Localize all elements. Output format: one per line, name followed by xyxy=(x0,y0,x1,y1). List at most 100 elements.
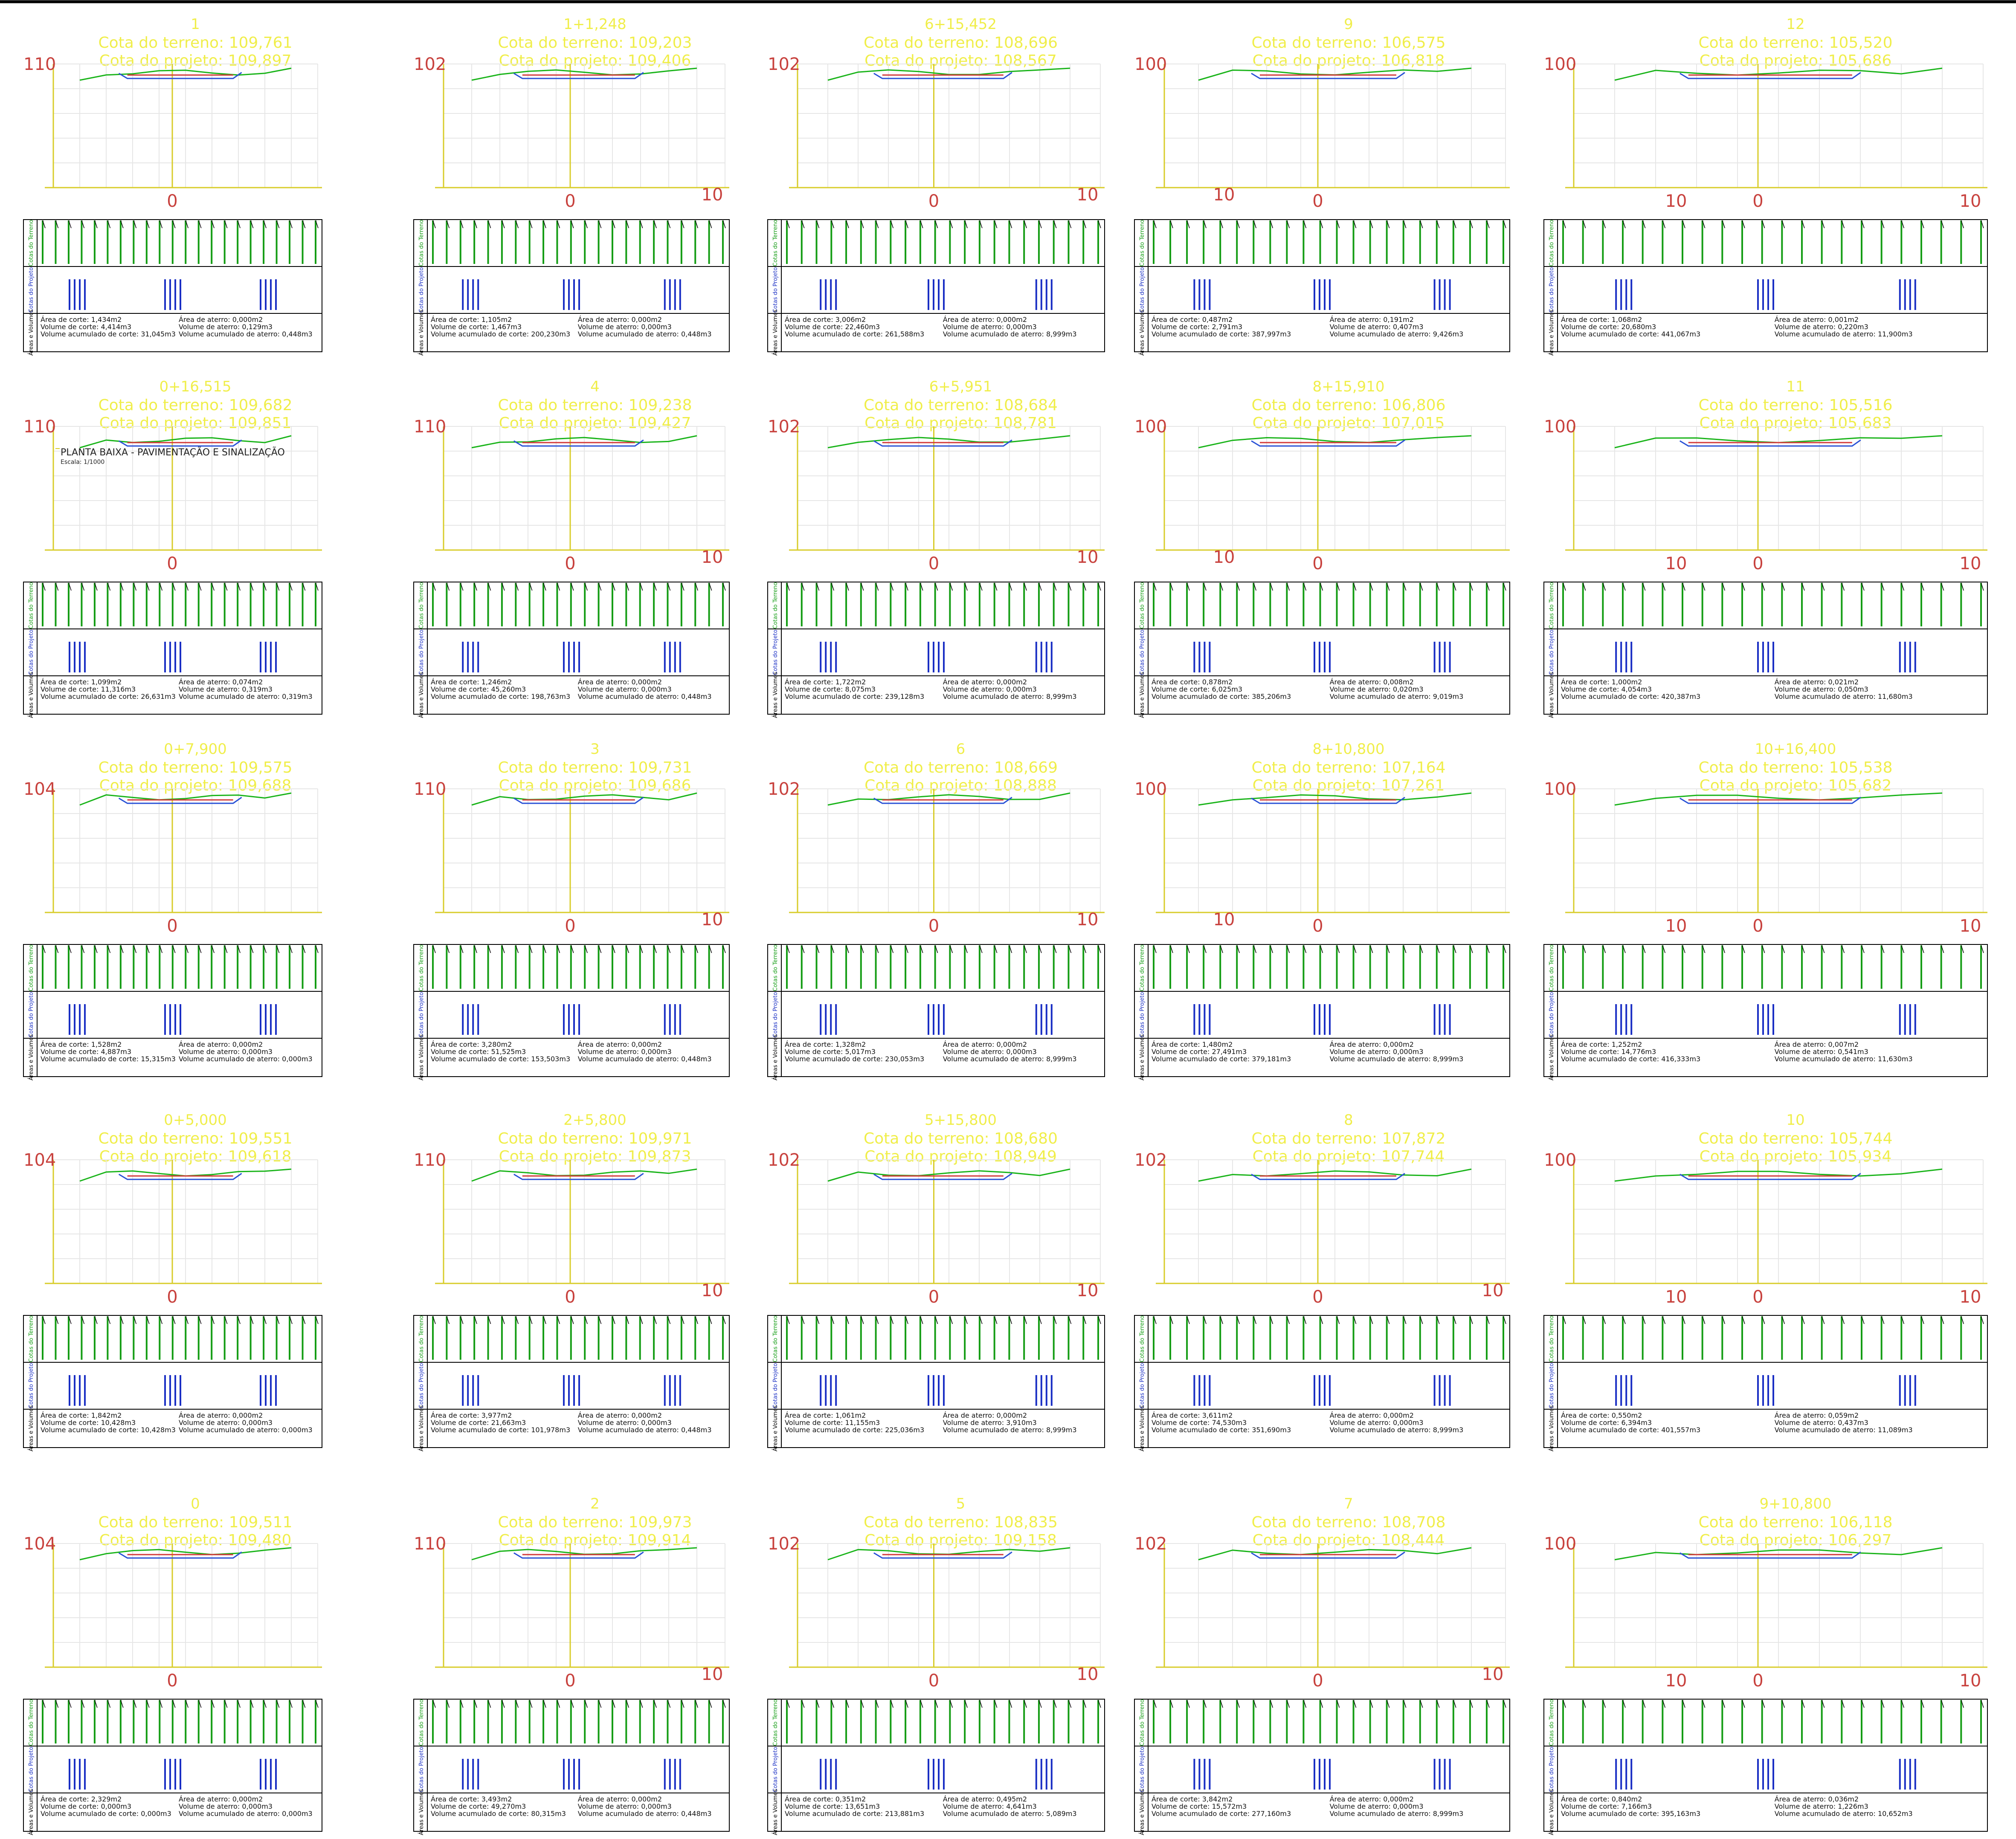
row-label-areas: Áreas e Volumes xyxy=(772,1789,779,1835)
row-label-terreno: Cotas do Terreno xyxy=(1549,582,1555,628)
row-label-areas: Áreas e Volumes xyxy=(418,310,425,356)
datum-elevation: 102 xyxy=(768,779,800,799)
volume-acumulado-corte: Volume acumulado de corte: 239,128m3 xyxy=(785,692,924,701)
volume-acumulado-corte: Volume acumulado de corte: 213,881m3 xyxy=(785,1810,924,1818)
volume-corte: Volume de corte: 8,075m3 xyxy=(785,685,876,693)
cota-terreno: Cota do terreno: 109,238 xyxy=(498,397,692,414)
terrain-line xyxy=(827,1168,1070,1182)
axis-label: 0 xyxy=(167,1287,177,1307)
volume-corte: Volume de corte: 5,017m3 xyxy=(785,1048,876,1056)
volume-aterro: Volume de aterro: 0,220m3 xyxy=(1775,323,1868,331)
section-station: 6+5,951 xyxy=(929,378,992,395)
area-aterro: Área de aterro: 0,000m2 xyxy=(179,1411,263,1419)
cota-terreno: Cota do terreno: 109,575 xyxy=(99,759,293,776)
design-slope-line xyxy=(118,1551,242,1559)
terrain-line xyxy=(1614,1168,1943,1182)
cota-projeto: Cota do projeto: 108,567 xyxy=(864,52,1057,70)
volume-corte: Volume de corte: 49,270m3 xyxy=(431,1802,526,1810)
axis-label: 10 xyxy=(1665,916,1687,936)
cota-projeto: Cota do projeto: 108,888 xyxy=(864,777,1057,794)
section-grid xyxy=(1573,1159,1984,1284)
area-aterro: Área de aterro: 0,021m2 xyxy=(1775,678,1859,686)
row-label-terreno: Cotas do Terreno xyxy=(28,220,35,266)
cota-projeto: Cota do projeto: 105,934 xyxy=(1700,1148,1892,1165)
volume-acumulado-corte: Volume acumulado de corte: 10,428m3 xyxy=(41,1426,176,1434)
cota-terreno: Cota do terreno: 106,806 xyxy=(1252,397,1446,414)
design-slope-line xyxy=(1680,439,1861,447)
row-label-terreno: Cotas do Terreno xyxy=(1549,1315,1555,1362)
volume-corte: Volume de corte: 7,166m3 xyxy=(1561,1802,1652,1810)
axis-label: 10 xyxy=(1960,1287,1981,1307)
area-aterro: Área de aterro: 0,059m2 xyxy=(1775,1411,1859,1419)
terrain-line xyxy=(1198,435,1472,449)
area-aterro: Área de aterro: 0,000m2 xyxy=(943,1040,1027,1048)
volume-aterro: Volume de aterro: 4,641m3 xyxy=(943,1802,1037,1810)
area-aterro: Área de aterro: 0,000m2 xyxy=(1330,1040,1414,1048)
area-corte: Área de corte: 1,068m2 xyxy=(1561,316,1642,324)
design-slope-line xyxy=(1680,1551,1861,1559)
row-label-terreno: Cotas do Terreno xyxy=(1139,944,1146,991)
volume-acumulado-corte: Volume acumulado de corte: 31,045m3 xyxy=(41,330,176,338)
area-aterro: Área de aterro: 0,074m2 xyxy=(179,678,263,686)
volume-acumulado-corte: Volume acumulado de corte: 200,230m3 xyxy=(431,330,570,338)
cota-projeto: Cota do projeto: 109,873 xyxy=(499,1148,691,1165)
design-slope-line xyxy=(1251,1173,1405,1180)
section-station: 4 xyxy=(590,378,600,395)
volume-acumulado-aterro: Volume acumulado de aterro: 0,000m3 xyxy=(179,1810,313,1818)
cota-terreno: Cota do terreno: 109,682 xyxy=(99,397,293,414)
row-label-projeto: Cotas do Projeto xyxy=(1139,1363,1146,1409)
datum-elevation: 102 xyxy=(768,1534,800,1554)
section-station: 9+10,800 xyxy=(1759,1495,1831,1512)
drawing-title-block: PLANTA BAIXA - PAVIMENTAÇÃO E SINALIZAÇÃ… xyxy=(55,446,285,466)
axis-label: 10 xyxy=(1213,547,1235,567)
section-station: 0+16,515 xyxy=(159,378,231,395)
row-label-projeto: Cotas do Projeto xyxy=(1549,267,1555,313)
datum-elevation: 100 xyxy=(1544,779,1576,799)
row-label-projeto: Cotas do Projeto xyxy=(418,1747,425,1793)
volume-acumulado-aterro: Volume acumulado de aterro: 8,999m3 xyxy=(943,330,1077,338)
section-station: 8+10,800 xyxy=(1312,741,1384,758)
volume-corte: Volume de corte: 2,791m3 xyxy=(1152,323,1242,331)
area-aterro: Área de aterro: 0,000m2 xyxy=(578,1795,662,1803)
volume-aterro: Volume de aterro: 0,319m3 xyxy=(179,685,273,693)
area-corte: Área de corte: 1,252m2 xyxy=(1561,1040,1642,1048)
cota-projeto: Cota do projeto: 105,686 xyxy=(1700,52,1892,70)
volume-corte: Volume de corte: 4,887m3 xyxy=(41,1048,131,1056)
terrain-line xyxy=(471,1168,697,1182)
terrain-line xyxy=(79,792,292,806)
volume-acumulado-aterro: Volume acumulado de aterro: 11,680m3 xyxy=(1775,692,1913,701)
section-station: 1+1,248 xyxy=(563,16,626,33)
area-corte: Área de corte: 1,722m2 xyxy=(785,678,866,686)
volume-aterro: Volume de aterro: 3,910m3 xyxy=(943,1419,1037,1427)
volume-aterro: Volume de aterro: 0,000m3 xyxy=(578,685,672,693)
row-label-terreno: Cotas do Terreno xyxy=(28,1699,35,1746)
volume-aterro: Volume de aterro: 0,129m3 xyxy=(179,323,273,331)
cota-terreno: Cota do terreno: 108,669 xyxy=(864,759,1058,776)
axis-label: 0 xyxy=(1752,554,1763,573)
datum-elevation: 104 xyxy=(23,779,56,799)
cota-terreno: Cota do terreno: 108,696 xyxy=(864,34,1058,52)
volume-aterro: Volume de aterro: 0,541m3 xyxy=(1775,1048,1868,1056)
axis-label: 0 xyxy=(1312,1287,1323,1307)
row-label-projeto: Cotas do Projeto xyxy=(418,630,425,675)
row-label-areas: Áreas e Volumes xyxy=(1139,1034,1146,1080)
terrain-line xyxy=(79,1547,292,1561)
row-label-areas: Áreas e Volumes xyxy=(1139,1789,1146,1835)
axis-label: 10 xyxy=(1482,1281,1504,1300)
area-aterro: Área de aterro: 0,000m2 xyxy=(943,1411,1027,1419)
